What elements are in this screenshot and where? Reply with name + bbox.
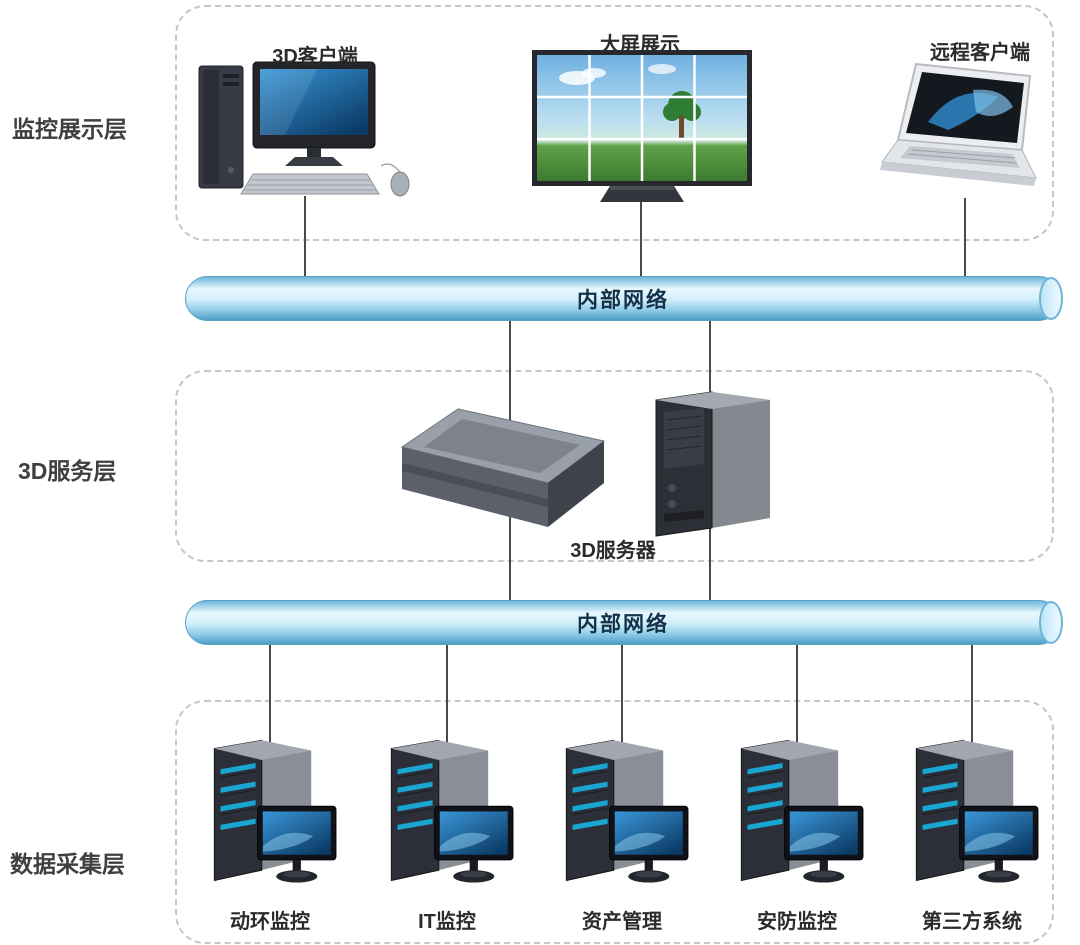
pipe-end-cap <box>1039 277 1063 320</box>
pipe-end-cap <box>1039 601 1063 644</box>
desktop-pc-icon <box>195 60 435 200</box>
node-label-third-party-system: 第三方系统 <box>922 911 1022 933</box>
node-label-env-monitoring: 动环监控 <box>230 911 310 933</box>
rack-server-monitor-icon <box>897 728 1047 898</box>
connector-line <box>796 645 798 745</box>
node-label-3d-server: 3D服务器 <box>570 540 656 562</box>
service-layer-label: 3D服务层 <box>18 458 117 484</box>
rack-server-monitor-icon <box>195 728 345 898</box>
network-label-bottom: 内部网络 <box>577 612 669 636</box>
connector-line <box>509 321 511 451</box>
internal-network-pipe-bottom: 内部网络 <box>185 600 1063 645</box>
connector-line <box>304 196 306 276</box>
network-label-top: 内部网络 <box>577 288 669 312</box>
node-label-it-monitoring: IT监控 <box>418 911 476 933</box>
connector-line <box>964 198 966 276</box>
display-layer-box <box>175 5 1054 241</box>
connector-line <box>509 510 511 600</box>
nas-server-icon <box>400 405 610 535</box>
video-wall-icon <box>532 50 752 205</box>
connector-line <box>971 645 973 745</box>
rack-server-monitor-icon <box>372 728 522 898</box>
connector-line <box>640 198 642 276</box>
collection-layer-label: 数据采集层 <box>10 851 125 877</box>
display-layer-label: 监控展示层 <box>12 116 127 142</box>
node-label-3d-client: 3D客户端 <box>272 46 358 68</box>
node-label-remote-client: 远程客户端 <box>930 42 1030 64</box>
connector-line <box>709 510 711 600</box>
connector-line <box>621 645 623 745</box>
connector-line <box>446 645 448 745</box>
node-label-security-monitoring: 安防监控 <box>757 911 837 933</box>
node-label-big-screen: 大屏展示 <box>600 34 680 56</box>
node-label-asset-management: 资产管理 <box>582 911 662 933</box>
internal-network-pipe-top: 内部网络 <box>185 276 1063 321</box>
tower-server-icon <box>648 372 778 537</box>
connector-line <box>709 321 711 421</box>
service-layer-box <box>175 370 1054 562</box>
rack-server-monitor-icon <box>547 728 697 898</box>
connector-line <box>269 645 271 745</box>
laptop-icon <box>878 62 1048 207</box>
collection-layer-box <box>175 700 1054 944</box>
rack-server-monitor-icon <box>722 728 872 898</box>
